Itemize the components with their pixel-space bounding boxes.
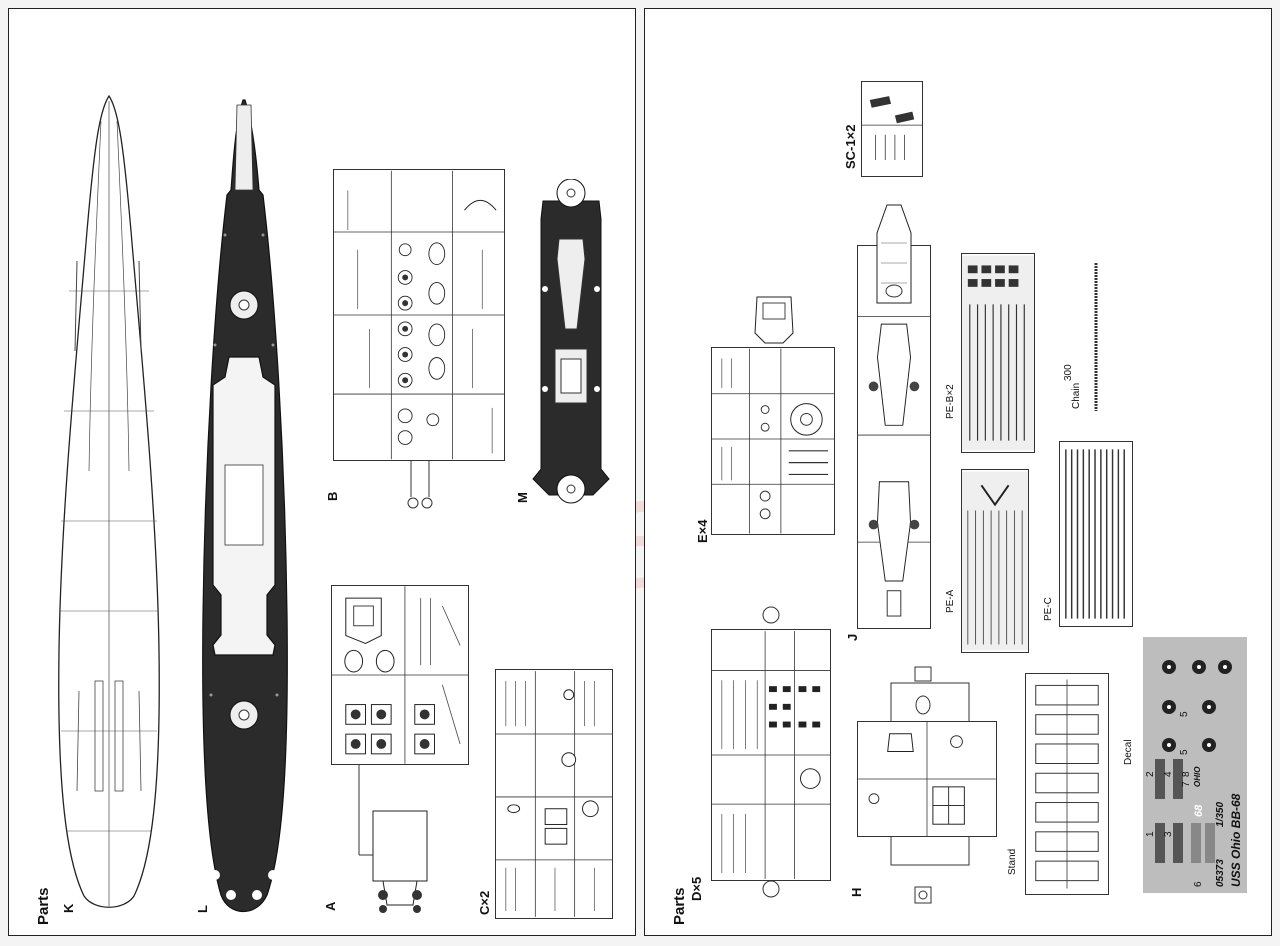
pe-a-sheet bbox=[961, 469, 1029, 653]
label-pe-b: PE-B×2 bbox=[945, 384, 956, 419]
label-chain: Chain bbox=[1071, 382, 1082, 409]
sprue-e-top-part bbox=[754, 296, 794, 344]
sprue-b bbox=[333, 169, 505, 461]
decal-number-4: 4 bbox=[1163, 771, 1174, 777]
label-stand: Stand bbox=[1007, 848, 1018, 875]
deck-l bbox=[202, 99, 288, 912]
label-sc1: SC-1×2 bbox=[843, 124, 858, 169]
sprue-sc1 bbox=[861, 81, 923, 177]
decal-scale: 1/350 bbox=[1215, 801, 1226, 827]
label-j: J bbox=[845, 633, 860, 641]
stand bbox=[1025, 673, 1109, 895]
sprue-h-frame bbox=[890, 666, 970, 904]
sprue-e bbox=[711, 347, 835, 535]
label-e: E×4 bbox=[695, 519, 710, 544]
parts-page-left: Parts K L A B M C×2 bbox=[8, 8, 636, 936]
parts-page-right: USS Ohio BB-68 05373 1/350 68 OHIO 1 2 3… bbox=[644, 8, 1272, 936]
sprue-a-extension bbox=[358, 765, 428, 913]
sprue-b-gate bbox=[407, 461, 433, 509]
decal-number-3: 3 bbox=[1163, 831, 1174, 837]
parts-label-right: Parts bbox=[671, 887, 688, 925]
label-a: A bbox=[323, 901, 338, 911]
label-c: C×2 bbox=[477, 890, 492, 915]
decal-number-5a: 5 bbox=[1179, 711, 1190, 717]
label-k: K bbox=[61, 903, 76, 913]
decal-kit-number: 05373 bbox=[1215, 859, 1226, 887]
label-d: D×5 bbox=[689, 876, 704, 901]
decal-number-1: 1 bbox=[1145, 831, 1156, 837]
sprue-a bbox=[331, 585, 469, 765]
sprue-h bbox=[857, 721, 997, 837]
sprue-j bbox=[857, 245, 931, 629]
decal-number-5b: 5 bbox=[1179, 749, 1190, 755]
decal-number-2: 2 bbox=[1145, 771, 1156, 777]
label-h: H bbox=[849, 887, 864, 897]
sprue-j-top-part bbox=[876, 204, 912, 304]
label-pe-a: PE-A bbox=[945, 589, 956, 613]
decal-number-8: 8 bbox=[1181, 771, 1192, 777]
decal-number-6: 6 bbox=[1193, 881, 1204, 887]
decal-number-7: 7 bbox=[1181, 781, 1192, 787]
label-pe-c: PE-C bbox=[1043, 597, 1054, 621]
sprue-d-gates bbox=[762, 606, 780, 898]
sprue-c bbox=[495, 669, 613, 919]
label-chain-length: 300 bbox=[1063, 364, 1074, 381]
pe-b-sheet bbox=[961, 253, 1035, 453]
hull-k-outline bbox=[58, 94, 160, 908]
part-m bbox=[532, 179, 610, 504]
label-decal: Decal bbox=[1123, 739, 1134, 765]
decal-hull-number: 68 bbox=[1193, 804, 1205, 817]
label-b: B bbox=[325, 491, 340, 501]
sprue-d bbox=[711, 629, 831, 881]
label-l: L bbox=[195, 905, 210, 913]
pe-c-sheet bbox=[1059, 441, 1133, 627]
decal-nameplate: OHIO bbox=[1193, 766, 1202, 787]
chain bbox=[1094, 263, 1098, 411]
decal-sheet: USS Ohio BB-68 05373 1/350 68 OHIO 1 2 3… bbox=[1143, 637, 1247, 893]
label-m: M bbox=[515, 492, 530, 503]
parts-label-left: Parts bbox=[35, 887, 52, 925]
decal-ship-name: USS Ohio BB-68 bbox=[1229, 793, 1243, 887]
